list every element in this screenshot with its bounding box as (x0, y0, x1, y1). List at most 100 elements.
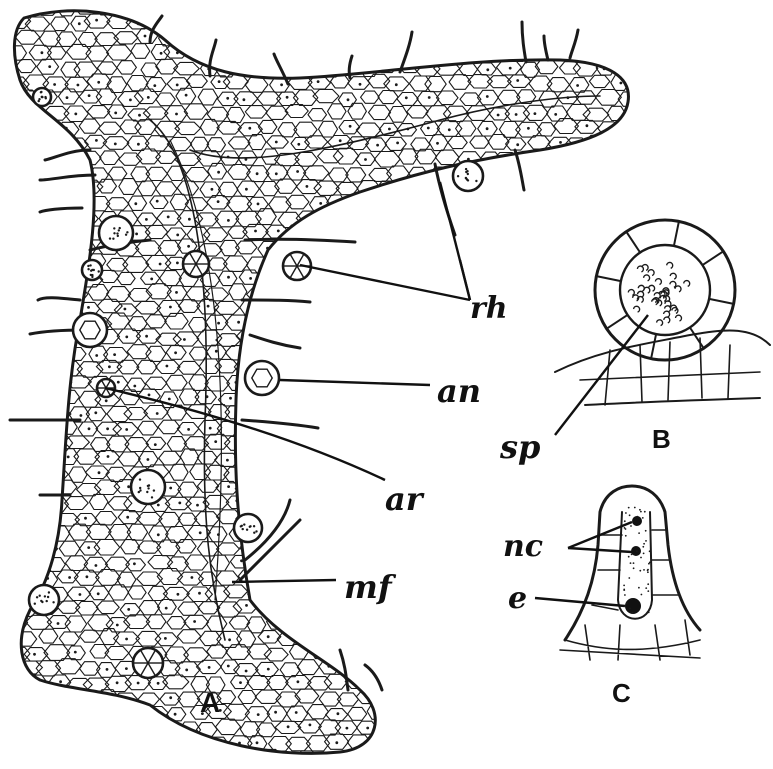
cell-nucleus (637, 412, 640, 415)
thallus-cell (146, 256, 171, 271)
thallus-cell (405, 316, 428, 331)
thallus-cell (424, 257, 449, 272)
cell-nucleus (342, 67, 345, 70)
thallus-cell (67, 706, 86, 719)
thallus-cell (475, 661, 498, 676)
thallus-cell (428, 228, 447, 240)
thallus-cell (589, 45, 610, 58)
thallus-cell (597, 659, 619, 675)
cell-nucleus (74, 113, 77, 116)
cell-nucleus (364, 158, 367, 161)
cell-nucleus (33, 653, 36, 656)
thallus-cell (334, 420, 358, 435)
cell-nucleus (296, 25, 299, 28)
thallus-cell (34, 242, 58, 257)
thallus-cell (89, 494, 108, 509)
thallus-cell (531, 19, 550, 31)
stipple-dot (623, 585, 625, 587)
cell-nucleus (288, 517, 291, 520)
cell-nucleus (406, 456, 409, 459)
thallus-cell (324, 468, 348, 482)
thallus-cell (584, 707, 608, 721)
cell-nucleus (527, 127, 530, 130)
thallus-cell (199, 359, 221, 374)
thallus-cell (539, 449, 557, 464)
thallus-cell (96, 89, 116, 105)
thallus-cell (174, 62, 200, 74)
thallus-cell (325, 435, 346, 449)
cell-nucleus (304, 338, 307, 341)
thallus-cell (428, 557, 452, 573)
thallus-cell (287, 584, 305, 599)
thallus-cell (346, 47, 370, 62)
thallus-cell (604, 435, 629, 450)
thallus-cell (319, 121, 338, 137)
cell-nucleus (576, 170, 579, 173)
cell-nucleus (439, 532, 442, 535)
cell-nucleus (15, 174, 18, 177)
thallus-cell (107, 45, 132, 60)
cell-nucleus (317, 234, 320, 237)
thallus-cell (361, 91, 380, 103)
thallus-cell (505, 227, 528, 242)
thallus-cell (7, 436, 30, 452)
thallus-cell (476, 722, 496, 737)
thallus-cell (448, 137, 467, 149)
thallus-cell (488, 675, 506, 687)
thallus-cell (286, 617, 308, 629)
cell-nucleus (607, 338, 610, 341)
thallus-cell (501, 32, 521, 45)
thallus-cell (528, 136, 550, 149)
cell-nucleus (474, 562, 477, 565)
cell-nucleus (460, 531, 463, 534)
thallus-cell (606, 135, 630, 148)
thallus-cell (27, 525, 51, 541)
thallus-cell (567, 164, 588, 178)
cell-nucleus (334, 23, 337, 26)
thallus-cell (527, 195, 545, 209)
thallus-cell (619, 361, 639, 374)
thallus-cell (606, 407, 632, 421)
antheridium-stipple (253, 532, 255, 534)
thallus-cell (566, 316, 585, 329)
cell-nucleus (153, 84, 156, 87)
thallus-cell (144, 406, 168, 420)
thallus-cell (308, 586, 332, 602)
cell-nucleus (88, 94, 91, 97)
cell-nucleus (514, 713, 517, 716)
thallus-cell (8, 465, 30, 480)
thallus-cell (120, 723, 138, 736)
thallus-cell (585, 15, 611, 29)
thallus-cell (356, 422, 376, 437)
thallus-cell (396, 300, 417, 314)
cell-nucleus (347, 488, 350, 491)
thallus-cell (0, 269, 19, 283)
cell-nucleus (478, 52, 481, 55)
thallus-cell (488, 645, 511, 660)
stipple-dot (639, 509, 641, 511)
cell-nucleus (68, 576, 71, 579)
thallus-cell (495, 751, 520, 765)
cell-nucleus (137, 143, 140, 146)
thallus-cell (427, 495, 453, 510)
cell-nucleus (176, 51, 179, 54)
cell-nucleus (226, 97, 229, 100)
cell-nucleus (130, 759, 133, 762)
thallus-cell (287, 706, 308, 721)
thallus-cell (289, 556, 312, 569)
cell-nucleus (156, 412, 159, 415)
thallus-cell (617, 1, 643, 16)
thallus-cell (356, 123, 381, 137)
cell-nucleus (485, 728, 488, 731)
thallus-cell (488, 736, 512, 748)
sperm-cell (664, 317, 670, 323)
neck-canal-cell (631, 546, 641, 556)
thallus-cell (66, 556, 88, 571)
cell-nucleus (77, 84, 80, 87)
cell-nucleus (516, 143, 519, 146)
thallus-cell (0, 421, 19, 434)
antheridium-stipple (151, 496, 153, 498)
thallus-cell (498, 272, 517, 284)
cell-nucleus (175, 291, 178, 294)
thallus-cell (41, 391, 60, 403)
